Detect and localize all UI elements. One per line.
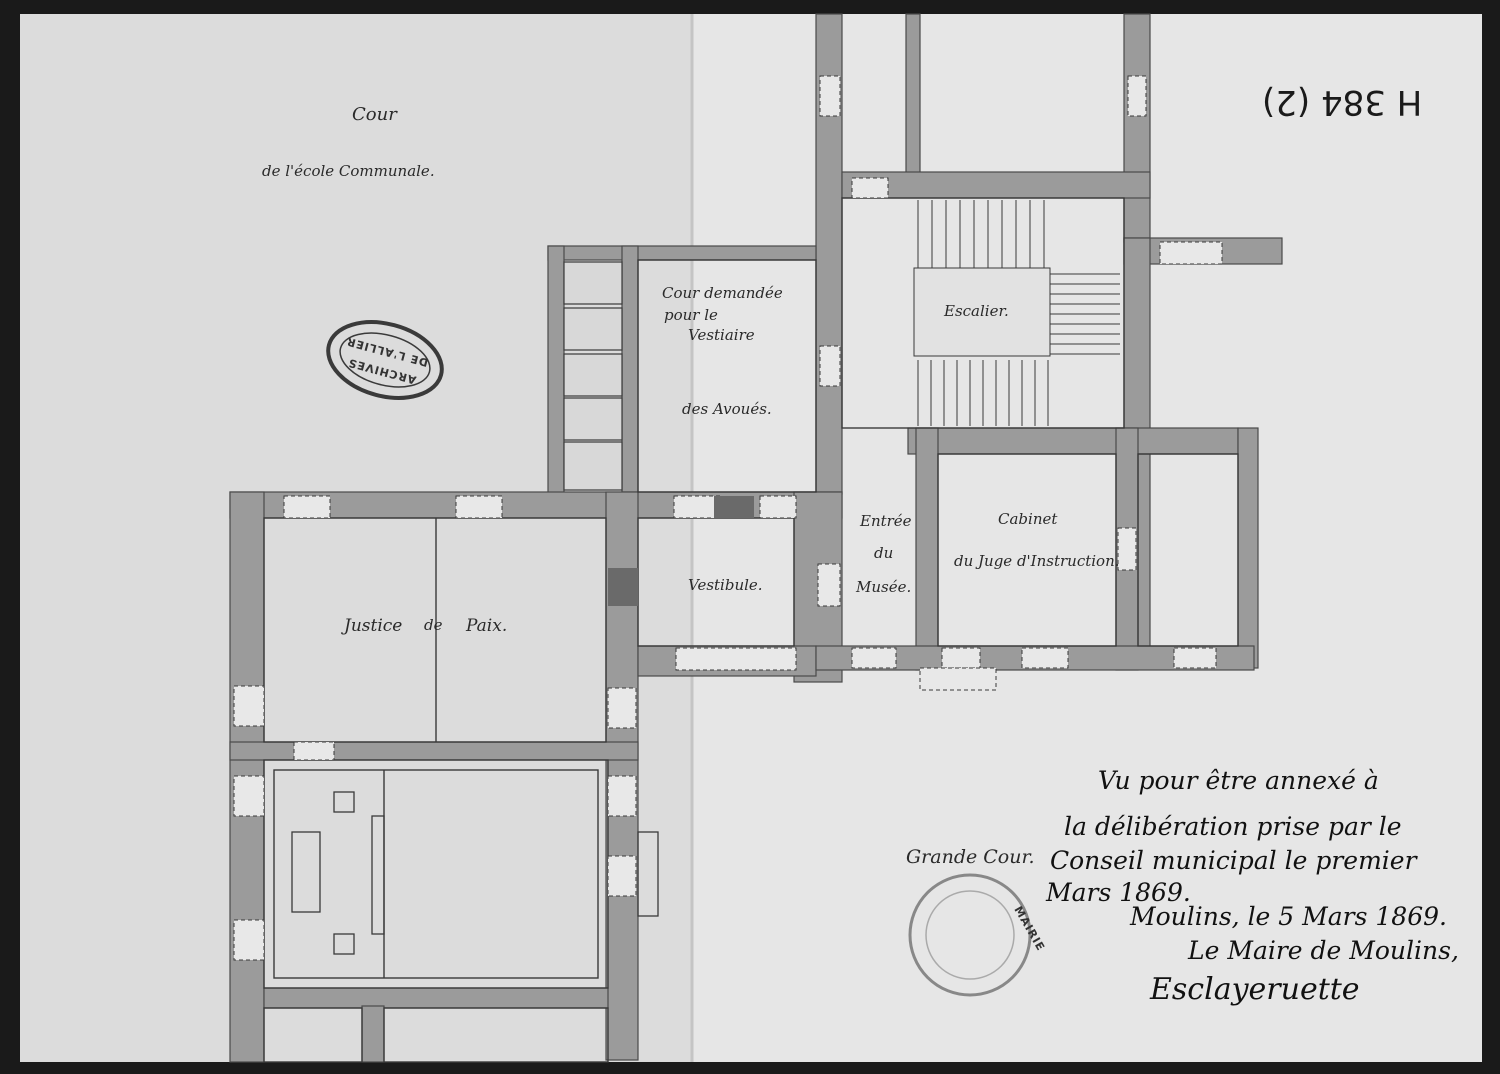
vestiaire-label-2: pour le: [664, 306, 718, 324]
vestiaire-label-4: des Avoués.: [682, 400, 772, 418]
annotation-line1: Vu pour être annexé à: [1098, 766, 1379, 795]
escalier-label: Escalier.: [944, 302, 1009, 320]
vestibule-label: Vestibule.: [688, 576, 763, 594]
cour-label: Cour: [352, 104, 397, 125]
entree-label-3: Musée.: [856, 578, 912, 596]
vestiaire-cells: [563, 261, 623, 491]
annotation-line2: la délibération prise par le: [1064, 812, 1402, 841]
cabinet-label-1: Cabinet: [998, 510, 1058, 528]
ecole-label: de l'école Communale.: [262, 162, 435, 180]
vestiaire-label-1: Cour demandée: [662, 284, 783, 302]
annotation-line4: Mars 1869.: [1046, 878, 1191, 907]
staircase: [913, 200, 1120, 426]
vestiaire-label-3: Vestiaire: [688, 326, 755, 344]
lower-room-fixtures: [291, 791, 659, 955]
fireplace-vestibule: [714, 496, 754, 518]
paper-left: [20, 14, 692, 1062]
openings: [233, 75, 1223, 961]
annotation-line5: Moulins, le 5 Mars 1869.: [1130, 902, 1447, 931]
grande-cour-label: Grande Cour.: [906, 846, 1035, 868]
entree-label-2: du: [874, 544, 894, 562]
justice-label-3: Paix.: [466, 616, 508, 636]
fireplace-justice: [608, 568, 638, 606]
mayor-signature: Esclayeruette: [1150, 972, 1360, 1007]
archive-reference: H 384 (2): [1262, 82, 1423, 122]
justice-label-2: de: [424, 616, 443, 634]
justice-label-1: Justice: [344, 616, 403, 636]
annotation-line6: Le Maire de Moulins,: [1188, 936, 1459, 965]
annotation-line3: Conseil municipal le premier: [1050, 846, 1417, 875]
cabinet-label-2: du Juge d'Instruction.: [954, 552, 1120, 570]
entree-label-1: Entrée: [860, 512, 912, 530]
room-outlines: [263, 197, 1239, 1063]
